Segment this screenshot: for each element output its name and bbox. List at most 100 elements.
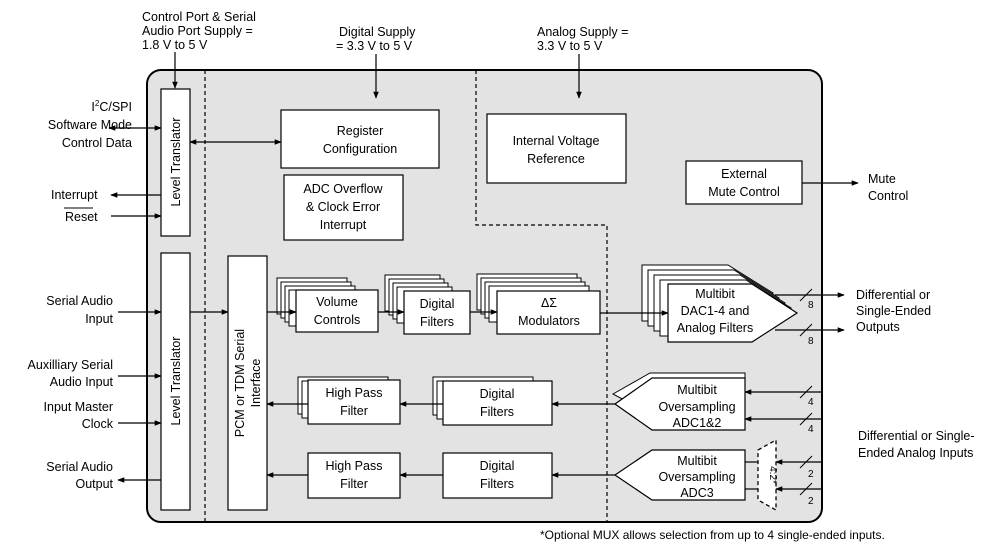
dac-line-1: Multibit [695,287,735,301]
reset-label: Reset [65,210,98,224]
volume-controls-stack [276,277,379,333]
pcm-tdm-interface-block [227,255,268,511]
analog-domain-divider [475,70,608,522]
aux-serial-audio-input-line-1: Auxilliary Serial [28,358,113,372]
adc12-line-1: Multibit [677,383,717,397]
dac-output-2-width: 8 [808,336,814,347]
mux-block [757,438,777,512]
differential-outputs-line-1: Differential or [856,288,930,302]
adc12-stack [611,372,746,431]
differential-inputs-line-1: Differential or Single- [858,429,975,443]
adc12-input-2-width: 4 [808,424,814,435]
level-translator-top-label: Level Translator [169,118,183,207]
control-port-supply-line-3: 1.8 V to 5 V [142,38,208,52]
serial-audio-input-line-2: Input [85,312,113,326]
hpf-1-line-2: Filter [340,404,368,418]
dac-output-2-slash [799,323,813,337]
volume-controls-line-1: Volume [316,295,358,309]
adc-overflow-block [283,174,404,241]
modulators-stack [476,273,601,335]
input-master-clock-line-2: Clock [82,417,114,431]
adc3-input-1-width: 2 [808,469,814,480]
serial-audio-output-line-2: Output [75,477,113,491]
adc12-input-2-slash [799,412,813,426]
differential-inputs-line-2: Ended Analog Inputs [858,446,973,460]
adc1-digital-filters-line-2: Filters [480,405,514,419]
adc3-line-2: Oversampling [658,470,735,484]
serial-audio-output-line-1: Serial Audio [46,460,113,474]
dac-digital-filters-line-1: Digital [420,297,455,311]
pcm-tdm-line-1: PCM or TDM Serial [233,329,247,437]
volume-controls-line-2: Controls [314,313,361,327]
level-translator-bottom [160,252,191,511]
hpf-2-line-1: High Pass [326,459,383,473]
dac-line-2: DAC1-4 and [681,304,750,318]
adc3-input-2-slash [799,482,813,496]
digital-supply-line-2: = 3.3 V to 5 V [336,39,413,53]
adc12-input-1-width: 4 [808,397,814,408]
adc2-digital-filters-line-2: Filters [480,477,514,491]
digital-supply-label: Digital Supply = 3.3 V to 5 V [336,25,416,53]
modulators-symbol: ΔΣ [541,296,557,310]
dac-block [667,283,799,343]
dac-output-1-width: 8 [808,300,814,311]
control-data-label: Control Data [62,136,132,150]
external-mute-control-line-2: Mute Control [708,185,780,199]
external-mute-control-line-1: External [721,167,767,181]
dac-digital-filters-line-2: Filters [420,315,454,329]
hpf-2-block [307,452,401,499]
adc-overflow-line-2: & Clock Error [306,200,380,214]
i2c-spi-label: I2C/SPI [91,99,132,114]
differential-outputs-line-3: Outputs [856,320,900,334]
adc-overflow-line-1: ADC Overflow [303,182,383,196]
adc3-line-1: Multibit [677,454,717,468]
mute-control-line-1: Mute [868,172,896,186]
adc12-input-1-slash [799,385,813,399]
control-port-supply-label: Control Port & Serial Audio Port Supply … [142,10,256,52]
adc3-input-2-width: 2 [808,496,814,507]
control-port-supply-line-1: Control Port & Serial [142,10,256,24]
hpf-1-line-1: High Pass [326,386,383,400]
aux-serial-audio-input-line-2: Audio Input [50,375,114,389]
adc-overflow-line-3: Interrupt [320,218,367,232]
modulators-block [496,290,601,335]
footnote: *Optional MUX allows selection from up t… [540,528,885,542]
serial-audio-input-line-1: Serial Audio [46,294,113,308]
adc3-input-1-slash [799,455,813,469]
adc3-line-3: ADC3 [680,486,713,500]
control-port-supply-line-2: Audio Port Supply = [142,24,253,38]
dac-line-3: Analog Filters [677,321,753,335]
adc12-line-3: ADC1&2 [673,416,722,430]
dac-stack [641,264,799,343]
software-mode-label: Software Mode [48,118,132,132]
input-master-clock-line-1: Input Master [44,400,113,414]
adc2-digital-filters-line-1: Digital [480,459,515,473]
internal-voltage-reference-block [486,113,627,184]
pcm-tdm-line-2: Interface [249,359,263,408]
interrupt-label: Interrupt [51,188,98,202]
internal-voltage-reference-line-1: Internal Voltage [513,134,600,148]
analog-supply-label: Analog Supply = 3.3 V to 5 V [537,25,628,53]
level-translator-top [160,88,191,237]
dac-output-1-slash [799,288,813,302]
analog-supply-line-2: 3.3 V to 5 V [537,39,603,53]
digital-supply-line-1: Digital Supply [339,25,416,39]
internal-voltage-reference-line-2: Reference [527,152,585,166]
adc2-digital-filters-block [442,452,553,499]
level-translator-bottom-label: Level Translator [169,337,183,426]
register-configuration-line-2: Configuration [323,142,397,156]
modulators-label: Modulators [518,314,580,328]
hpf-2-line-2: Filter [340,477,368,491]
mute-control-line-2: Control [868,189,908,203]
register-configuration-block [280,109,440,169]
register-configuration-line-1: Register [337,124,384,138]
adc1-digital-filters-line-1: Digital [480,387,515,401]
analog-supply-line-1: Analog Supply = [537,25,628,39]
mux-label: 4:2* [767,466,778,484]
differential-outputs-line-2: Single-Ended [856,304,931,318]
adc12-line-2: Oversampling [658,400,735,414]
volume-controls-block [295,289,379,333]
adc1-digital-filters-stack [432,376,553,426]
adc3-block [613,449,746,501]
